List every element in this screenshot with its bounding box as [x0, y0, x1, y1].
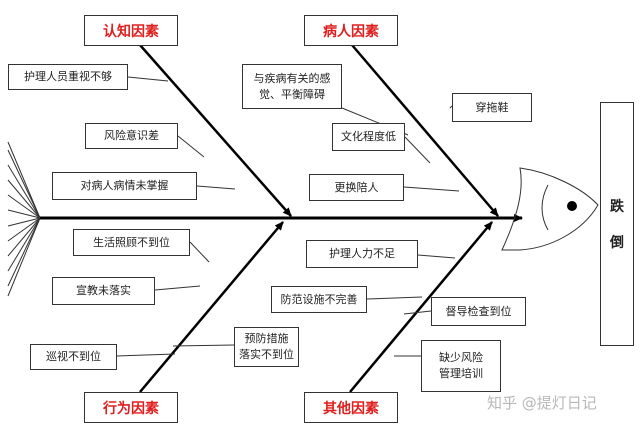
category-cognition: 认知因素 — [84, 15, 178, 46]
bone-other — [349, 221, 493, 393]
cause-box: 生活照顾不到位 — [73, 229, 190, 256]
sub-bones — [116, 76, 460, 357]
cause-box: 更换陪人 — [309, 174, 404, 201]
cause-box: 护理人员重视不够 — [8, 64, 128, 90]
cause-box: 与疾病有关的感 觉、平衡障碍 — [242, 64, 342, 109]
bone-cognition — [139, 44, 292, 217]
cause-box: 护理人力不足 — [306, 240, 418, 268]
cause-box: 穿拖鞋 — [452, 93, 532, 122]
category-patient: 病人因素 — [304, 15, 398, 46]
category-behavior: 行为因素 — [84, 392, 178, 423]
cause-box: 预防措施 落实不到位 — [234, 327, 299, 367]
cause-box: 巡视不到位 — [30, 344, 117, 370]
fish-eye — [567, 201, 577, 211]
bone-behavior — [139, 221, 284, 393]
cause-box: 宣教未落实 — [52, 277, 155, 305]
effect-char-2: 倒 — [610, 235, 624, 251]
fish-tail — [7, 141, 41, 297]
cause-box: 对病人病情未掌握 — [52, 172, 197, 200]
cause-box: 风险意识差 — [85, 123, 178, 149]
effect-char-1: 跌 — [610, 199, 624, 215]
category-other: 其他因素 — [304, 392, 398, 423]
cause-box: 缺少风险 管理培训 — [421, 340, 501, 392]
watermark: 知乎 @提灯日记 — [487, 394, 597, 412]
cause-box: 防范设施不完善 — [271, 286, 367, 313]
fish-head — [501, 167, 599, 251]
cause-box: 文化程度低 — [332, 123, 405, 151]
cause-box: 督导检查到位 — [431, 297, 526, 326]
bone-patient — [351, 44, 499, 217]
effect-box: 跌 倒 — [600, 102, 634, 346]
